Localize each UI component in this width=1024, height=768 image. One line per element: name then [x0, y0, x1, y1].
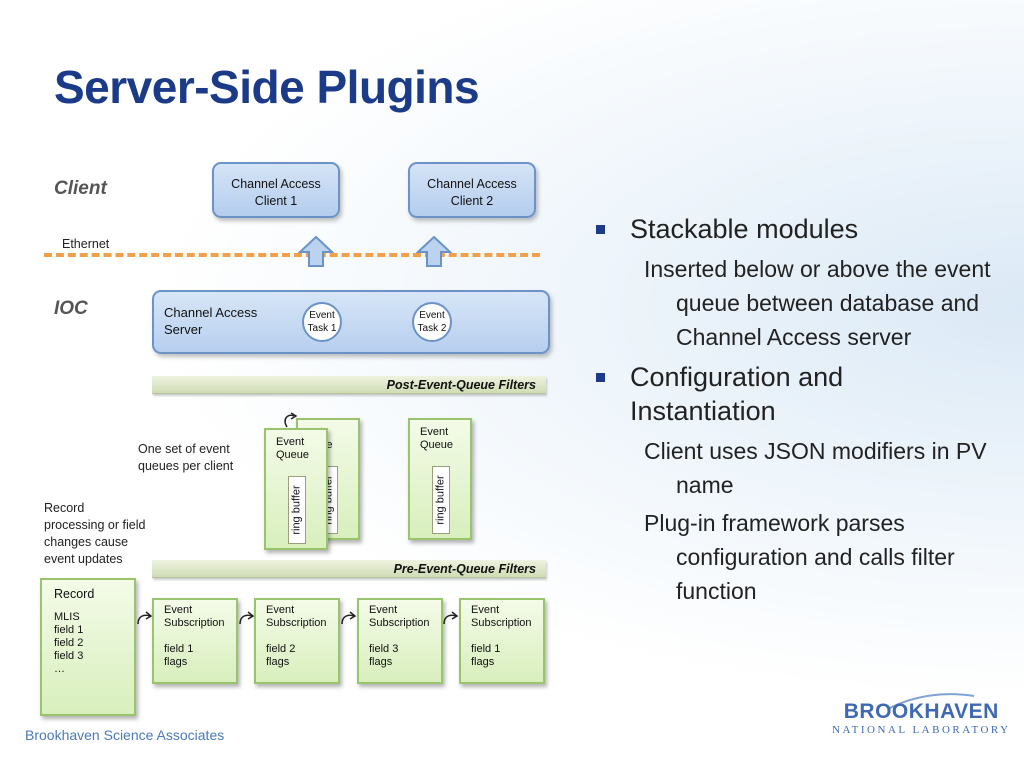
ca-client-2: Channel Access Client 2 [408, 162, 536, 218]
up-arrow-icon [416, 236, 452, 267]
subscription-flags: flags [164, 656, 188, 668]
record-note-line3: changes cause [44, 535, 129, 549]
subscription-link-connectors [137, 611, 459, 625]
ca-client-1-line1: Channel Access [231, 177, 321, 191]
subscription-line1: Event [471, 604, 500, 616]
record-field: field 3 [54, 650, 84, 662]
logo-line2: NATIONAL LABORATORY [832, 724, 1011, 736]
record-field: MLIS [54, 611, 80, 623]
event-queue-client-2-line1: Event [420, 426, 449, 438]
queue-note: One set of event queues per client [138, 441, 233, 475]
subscription-field: field 1 [164, 643, 194, 655]
sub-bullet-inserted: Inserted below or above the event queue … [644, 256, 991, 350]
ioc-section-label: IOC [54, 298, 88, 319]
bullet-configuration: Configuration and Instantiation [594, 360, 994, 428]
ca-server-line1: Channel Access [164, 305, 258, 320]
subscription-line2: Subscription [164, 617, 225, 629]
event-subscription-3: Event Subscription field 3 flags [357, 598, 443, 684]
subscription-field: field 2 [266, 643, 296, 655]
pre-event-queue-filters: Pre-Event-Queue Filters [152, 560, 546, 578]
subscription-flags: flags [471, 656, 495, 668]
subscription-line1: Event [266, 604, 295, 616]
subscription-line2: Subscription [369, 617, 430, 629]
event-queue-front: Event Queue ring buffer [264, 428, 328, 550]
footer-org: Brookhaven Science Associates [25, 727, 225, 743]
event-task-1-line1: Event [309, 310, 335, 321]
logo-line1: BROOKHAVEN [843, 700, 999, 723]
record-field: field 1 [54, 624, 84, 636]
queue-note-line1: One set of event [138, 442, 230, 456]
ca-client-1-line2: Client 1 [254, 194, 298, 208]
sub-bullet-framework: Plug-in framework parses configuration a… [644, 510, 955, 604]
slide-title: Server-Side Plugins [54, 61, 480, 113]
logo-swoosh-icon [889, 693, 975, 709]
record-note: Record processing or field changes cause… [44, 500, 145, 568]
ca-server-line2: Server [164, 322, 203, 337]
queue-note-line2: queues per client [138, 459, 234, 473]
event-subscription-2: Event Subscription field 2 flags [254, 598, 340, 684]
event-task-1-line2: Task 1 [307, 323, 337, 334]
up-arrow-icon [298, 236, 334, 267]
event-queue-front-line1: Event [276, 436, 305, 448]
record-title: Record [54, 587, 95, 601]
subscription-field: field 3 [369, 643, 399, 655]
ethernet-label: Ethernet [62, 237, 110, 251]
record-field: … [54, 663, 65, 675]
event-queue-client-2-title: Event Queue [420, 426, 453, 452]
ca-server-label: Channel Access Server [164, 304, 257, 338]
ca-server-box: Channel Access Server Event Task 1 Event… [152, 290, 550, 354]
ca-client-1: Channel Access Client 1 [212, 162, 340, 218]
subscription-flags: flags [266, 656, 290, 668]
subscription-line2: Subscription [471, 617, 532, 629]
event-queue-front-line2: Queue [276, 449, 310, 461]
ring-buffer: ring buffer [432, 466, 450, 534]
ring-buffer: ring buffer [288, 476, 306, 544]
subscription-line2: Subscription [266, 617, 327, 629]
curved-arrow-icon [284, 412, 298, 428]
brookhaven-logo: BROOKHAVEN NATIONAL LABORATORY [832, 700, 1011, 736]
record-field: field 2 [54, 637, 84, 649]
ethernet-dashed-line [44, 253, 540, 257]
subscription-flags: flags [369, 656, 393, 668]
subscription-line1: Event [369, 604, 398, 616]
event-queue-client-2-line2: Queue [420, 439, 454, 451]
event-queue-front-title: Event Queue [276, 436, 309, 462]
event-queue-client-2: Event Queue ring buffer [408, 418, 472, 540]
record-note-line2: processing or field [44, 518, 146, 532]
event-subscription-4: Event Subscription field 1 flags [459, 598, 545, 684]
subscription-field: field 1 [471, 643, 501, 655]
record-note-line4: event updates [44, 552, 123, 566]
event-task-2: Event Task 2 [412, 302, 452, 342]
event-task-1: Event Task 1 [302, 302, 342, 342]
record-box: Record MLIS field 1 field 2 field 3 … [40, 578, 136, 716]
client-section-label: Client [54, 178, 107, 199]
ca-client-2-line1: Channel Access [427, 177, 517, 191]
event-task-2-line1: Event [419, 310, 445, 321]
subscription-line1: Event [164, 604, 193, 616]
event-task-2-line2: Task 2 [417, 323, 447, 334]
record-note-line1: Record [44, 501, 85, 515]
bullet-stackable-modules: Stackable modules [594, 212, 994, 246]
sub-bullet-json: Client uses JSON modifiers in PV name [644, 438, 987, 498]
event-subscription-1: Event Subscription field 1 flags [152, 598, 238, 684]
bullet-list: Stackable modules Inserted below or abov… [594, 212, 994, 612]
ca-client-2-line2: Client 2 [450, 194, 494, 208]
post-event-queue-filters: Post-Event-Queue Filters [152, 376, 546, 394]
